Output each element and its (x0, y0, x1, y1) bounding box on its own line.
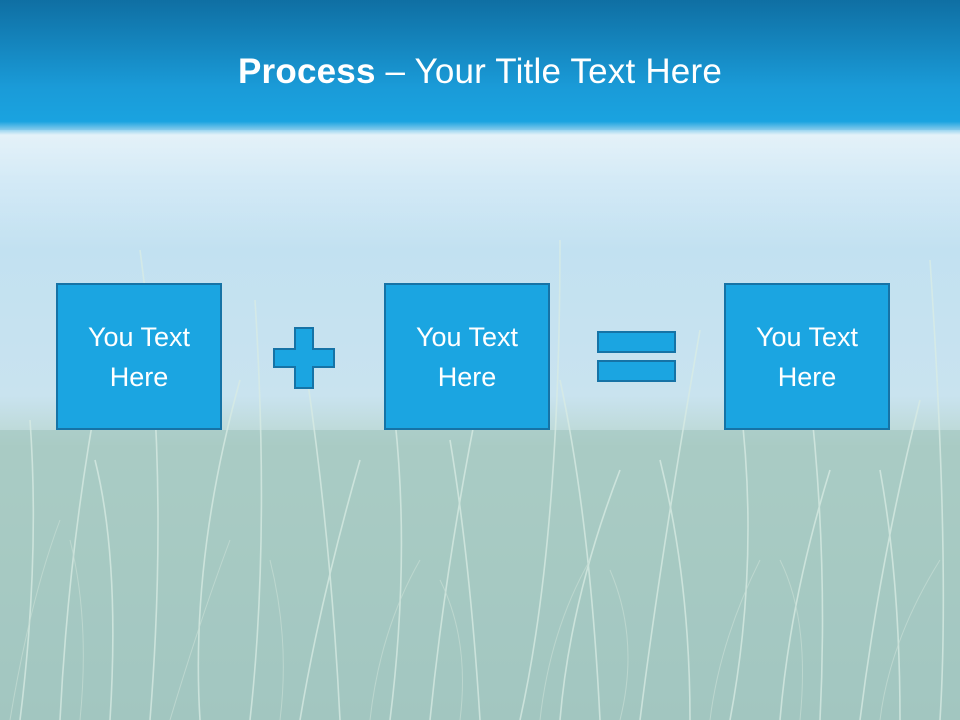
process-box-2-text: You Text Here (415, 321, 519, 392)
process-box-1-text: You Text Here (87, 321, 191, 392)
process-box-2[interactable]: You Text Here (384, 283, 550, 430)
header-band (0, 0, 960, 135)
process-box-3[interactable]: You Text Here (724, 283, 890, 430)
slide-title: Process – Your Title Text Here (0, 52, 960, 92)
plus-icon (273, 327, 335, 389)
equals-icon (597, 331, 676, 382)
title-rest: – Your Title Text Here (375, 52, 722, 91)
process-box-3-text: You Text Here (755, 321, 859, 392)
process-box-1[interactable]: You Text Here (56, 283, 222, 430)
title-bold: Process (238, 52, 376, 91)
